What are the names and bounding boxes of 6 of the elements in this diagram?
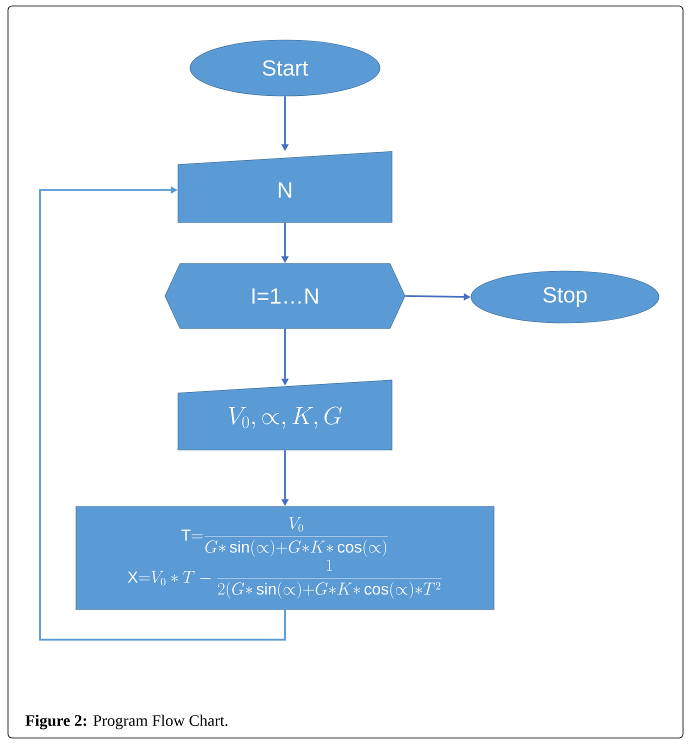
process-box: $\mathrm{T}{=}\frac{V_0}{G{\ast}\sin(\propto){+}G{\ast}K{\ast}\cos(\propto)}$ $\mathrm{X}{=}V_0 \ast T - \frac{1}{2(G{\ast}\sin(\propto){+}G{\ast}K{\ast}\cos(\propto){\ast}T^2}$ xyxy=(76,506,494,610)
loop-hexagon: I=1…N xyxy=(164,263,406,329)
input-box: $V_0, \propto, K, G$ xyxy=(178,380,392,450)
arrow xyxy=(39,186,286,641)
input-box: N xyxy=(178,151,392,223)
figure-caption: Figure 2: Program Flow Chart. xyxy=(25,714,228,730)
